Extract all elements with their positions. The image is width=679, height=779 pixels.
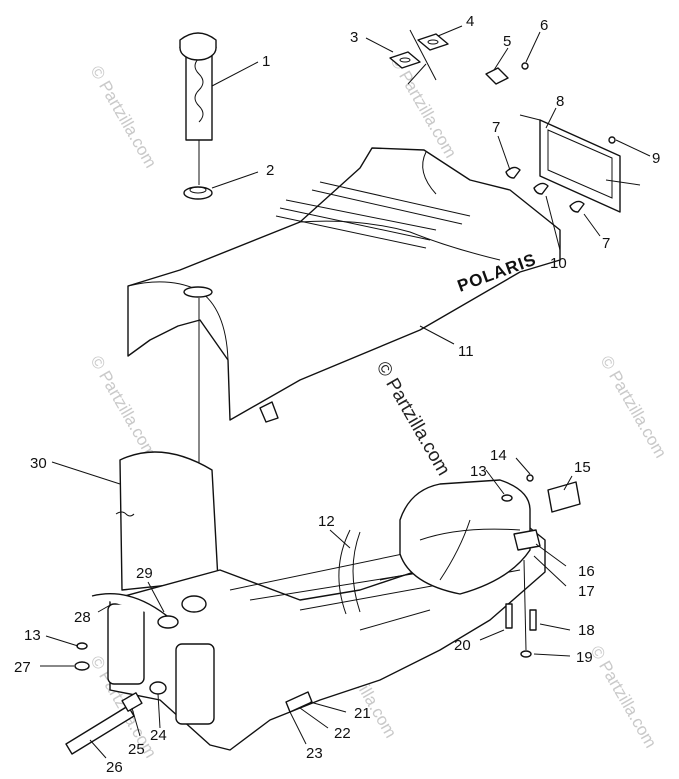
rear-hardware: [501, 474, 581, 658]
callout-4: 4: [466, 13, 474, 30]
bulb-7-lower: [569, 200, 585, 213]
seat-cushion: [399, 479, 531, 595]
bracket-15: [547, 481, 581, 513]
cap-29: [157, 615, 179, 629]
callout-7-upper: 7: [492, 119, 500, 136]
fitting-25: [121, 692, 143, 712]
nut-19: [520, 650, 532, 658]
washer-13: [501, 494, 513, 502]
bulb-10: [533, 182, 549, 195]
callout-24: 24: [150, 727, 167, 744]
watermark-right: © Partzilla.com: [597, 353, 671, 462]
callout-28: 28: [74, 609, 91, 626]
plate-3: [389, 51, 421, 69]
callout-13-right: 13: [470, 463, 487, 480]
callout-29: 29: [136, 565, 153, 582]
bolt-18: [529, 609, 537, 631]
callout-3: 3: [350, 29, 358, 46]
callout-11: 11: [458, 343, 474, 360]
fuel-line-hardware: [65, 593, 313, 755]
callout-20: 20: [454, 637, 471, 654]
nut-14: [526, 474, 534, 482]
fuel-line-26: [65, 705, 135, 755]
callout-6: 6: [540, 17, 548, 34]
callout-17: 17: [578, 583, 595, 600]
callout-labels: 1 2 3 4 5 6 7 7 8 9 10 11 12 13 13 14 15…: [14, 13, 660, 776]
clamp-16: [513, 529, 541, 551]
bolt-20: [505, 603, 513, 629]
washer-27: [74, 661, 90, 671]
callout-21: 21: [354, 705, 371, 722]
plate-4: [417, 33, 449, 51]
plate-5: [485, 67, 509, 85]
leader-lines: [40, 25, 651, 759]
callout-23: 23: [306, 745, 323, 762]
tail-light-assembly: [505, 114, 641, 213]
screw-9: [608, 136, 616, 144]
callout-16: 16: [578, 563, 595, 580]
callout-19: 19: [576, 649, 593, 666]
tail-light-lens: [539, 119, 621, 213]
callout-9: 9: [652, 150, 660, 167]
tank-panel: [115, 451, 223, 591]
callout-2: 2: [266, 162, 274, 179]
watermark-top-left: © Partzilla.com: [87, 63, 161, 172]
callout-1: 1: [262, 53, 270, 70]
watermark-top-mid: © Partzilla.com: [387, 53, 461, 162]
callout-15: 15: [574, 459, 591, 476]
callout-26: 26: [106, 759, 123, 776]
callout-14: 14: [490, 447, 507, 464]
callout-10: 10: [550, 255, 567, 272]
callout-8: 8: [556, 93, 564, 110]
callout-7-lower: 7: [602, 235, 610, 252]
callout-25: 25: [128, 741, 145, 758]
fuel-cap: [179, 32, 217, 185]
hood-plates: [389, 29, 529, 85]
callout-22: 22: [334, 725, 351, 742]
cable-28: [91, 593, 173, 621]
fitting-24: [149, 681, 167, 695]
watermark-mid-left: © Partzilla.com: [87, 353, 161, 462]
callout-30: 30: [30, 455, 47, 472]
screw-6: [521, 62, 529, 70]
callout-5: 5: [503, 33, 511, 50]
washer-13-left: [76, 642, 88, 650]
callout-12: 12: [318, 513, 335, 530]
bulb-7-upper: [505, 166, 521, 179]
petcock-21: [285, 691, 313, 713]
watermark-bottom-right: © Partzilla.com: [587, 643, 661, 752]
callout-27: 27: [14, 659, 31, 676]
partzilla-watermark: © Partzilla.com: [372, 358, 454, 479]
callout-18: 18: [578, 622, 595, 639]
grommet: [183, 186, 213, 200]
callout-13-left: 13: [24, 627, 41, 644]
